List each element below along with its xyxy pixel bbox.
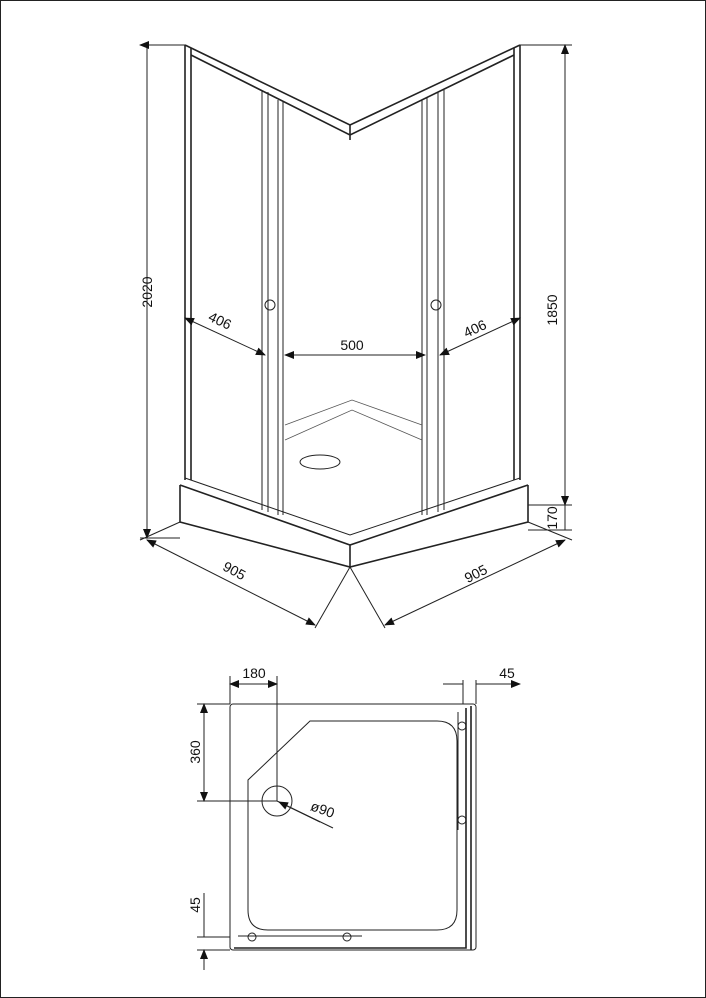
dim-45-bottom-label: 45 [187, 897, 203, 913]
dim-905-right [384, 539, 566, 626]
tray-inner [284, 399, 423, 441]
dim-360-label: 360 [187, 740, 203, 764]
dim-45-right-label: 45 [499, 665, 515, 681]
dim-2020 [140, 45, 185, 538]
dim-905-left [146, 539, 316, 626]
dim-170 [528, 505, 572, 531]
left-door-edge [261, 90, 284, 515]
frame-rails [234, 706, 472, 950]
dim-406-right [439, 317, 521, 356]
tray-outline [229, 703, 477, 951]
tray-basin [247, 720, 458, 931]
ext-905 [139, 521, 573, 629]
ext-1850 [520, 44, 572, 506]
sliding-door-tracks [238, 712, 459, 937]
plan-view: 180 360 ø90 45 45 [187, 665, 520, 970]
dim-406-left [184, 317, 266, 356]
right-door-edge [421, 90, 445, 515]
top-rails [184, 44, 521, 140]
dim-905-right-label: 905 [462, 561, 490, 586]
dim-90-label: ø90 [309, 798, 337, 821]
dim-500-label: 500 [340, 337, 364, 353]
corner-posts [184, 45, 521, 480]
dim-406-left-label: 406 [206, 308, 234, 332]
drain [299, 454, 341, 470]
dim-1850-label: 1850 [544, 294, 560, 325]
dim-170-label: 170 [544, 506, 560, 530]
dim-406-right-label: 406 [461, 316, 489, 340]
perspective-view: 2020 1850 170 406 500 406 905 905 [139, 44, 573, 629]
right-door-handle [430, 299, 442, 311]
left-door-handle [264, 299, 276, 311]
dim-2020-label: 2020 [139, 276, 155, 307]
base-tray [179, 484, 529, 568]
dim-180-label: 180 [242, 665, 266, 681]
